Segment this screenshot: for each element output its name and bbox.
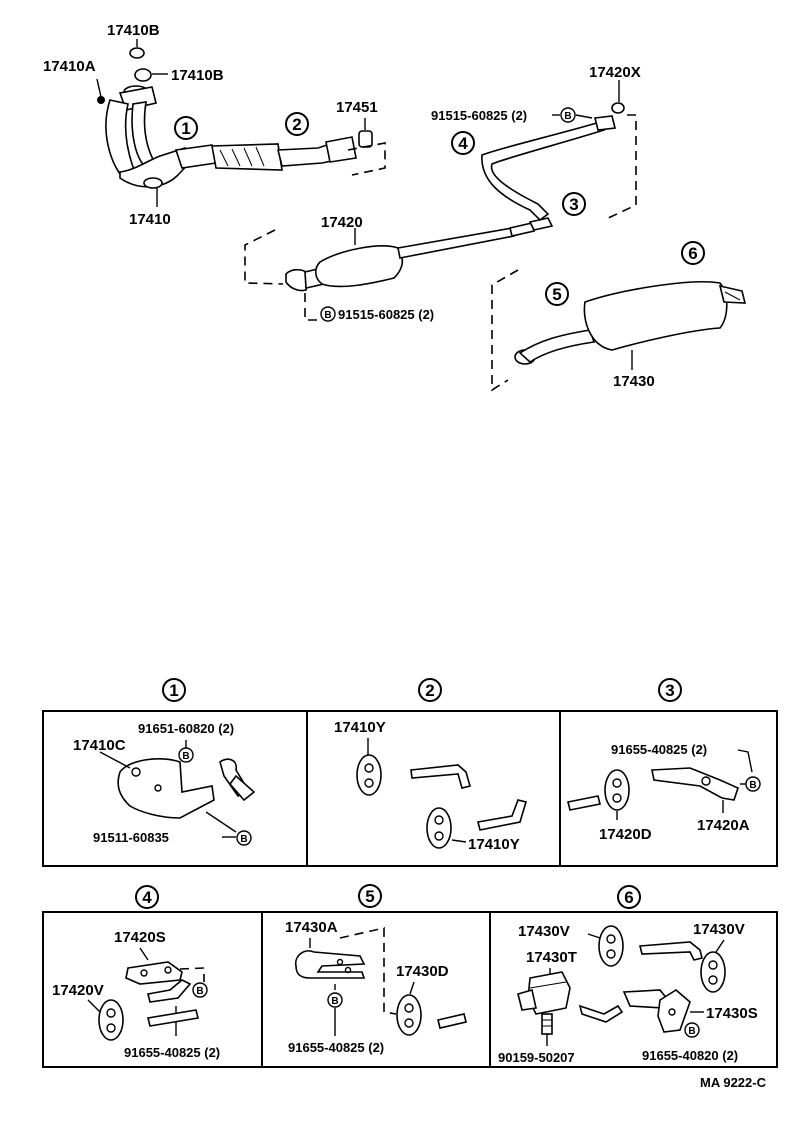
label-17420X: 17420X [589,64,641,81]
box3-part-a: 17420D [599,826,652,843]
box4-bolt-label: 91655-40825 (2) [124,1045,220,1060]
label-bolt-mid: 91515-60825 (2) [338,307,434,322]
label-17451: 17451 [336,99,378,116]
svg-text:B: B [331,996,338,1007]
box2-hanger-b [426,807,452,849]
svg-text:2: 2 [292,115,301,134]
box1-part-17410C: 17410C [73,737,126,754]
svg-text:3: 3 [569,195,578,214]
box4-hanger [98,999,124,1041]
label-17420: 17420 [321,214,363,231]
svg-text:6: 6 [688,244,697,263]
label-bolt-top: 91515-60825 (2) [431,108,527,123]
box6-bolt2-label: 91655-40820 (2) [642,1048,738,1063]
callout-6: 6 [681,241,705,265]
box6-hanger-right [700,951,726,993]
detail-box-6 [489,911,778,1068]
box5-part-a: 17430A [285,919,338,936]
box5-bracket [294,950,366,979]
svg-text:B: B [688,1026,695,1037]
box6-part-d: 17430S [706,1005,758,1022]
box1-bolt2-label: 91511-60835 [93,830,169,845]
box3-part-b: 17420A [697,817,750,834]
svg-text:2: 2 [425,681,434,700]
box5-bolt-marker: B [327,992,343,1008]
callout-1: 1 [174,116,198,140]
box3-hanger-17420D [604,769,630,811]
box1-bolt-label: 91651-60820 (2) [138,721,234,736]
box2-part-a: 17410Y [334,719,386,736]
box6-mount-block [517,971,571,1035]
muffler-17430 [514,281,747,365]
callout-4: 4 [451,131,475,155]
box6-part-a: 17430V [518,923,570,940]
box6-bolt-label: 90159-50207 [498,1050,575,1065]
svg-text:B: B [182,751,189,762]
detail-callout-3: 3 [658,678,682,702]
callout-5: 5 [545,282,569,306]
detail-callout-5: 5 [358,884,382,908]
box4-bracket [125,961,192,1003]
svg-text:6: 6 [624,888,633,907]
box1-bolt-marker: B [178,747,194,763]
box3-bracket-17420A [651,767,739,801]
box2-part-b: 17410Y [468,836,520,853]
label-17430: 17430 [613,373,655,390]
detail-callout-6: 6 [617,885,641,909]
box6-bracket [622,989,691,1033]
svg-text:5: 5 [552,285,561,304]
svg-text:3: 3 [665,681,674,700]
box4-bolt-marker: B [192,982,208,998]
box1-bolt2-marker: B [236,830,252,846]
label-17410A: 17410A [43,58,96,75]
box6-part-b: 17430V [693,921,745,938]
box3-bolt-marker: B [745,776,761,792]
box2-hanger-a [356,754,382,796]
detail-callout-1: 1 [162,678,186,702]
center-pipe-17420 [285,217,554,292]
svg-text:5: 5 [365,887,374,906]
box5-part-b: 17430D [396,963,449,980]
box6-part-c: 17430T [526,949,577,966]
box4-part-a: 17420S [114,929,166,946]
box4-part-b: 17420V [52,982,104,999]
callout-3: 3 [562,192,586,216]
box1-heat-insulator [117,758,256,819]
box5-bolt-label: 91655-40825 (2) [288,1040,384,1055]
label-17410B-top: 17410B [107,22,160,39]
svg-text:B: B [324,310,331,321]
svg-text:B: B [240,834,247,845]
svg-text:1: 1 [181,119,190,138]
gasket-17451 [358,130,373,148]
box3-bolt-label: 91655-40825 (2) [611,742,707,757]
svg-text:B: B [749,780,756,791]
box6-bolt2-marker: B [684,1022,700,1038]
bolt-marker-mid: B [320,306,336,322]
diagram-code: MA 9222-C [700,1075,767,1090]
detail-callout-4: 4 [135,885,159,909]
svg-text:B: B [196,986,203,997]
detail-callout-2: 2 [418,678,442,702]
label-17410B-right: 17410B [171,67,224,84]
box5-hanger [396,994,422,1036]
label-17410: 17410 [129,211,171,228]
svg-text:4: 4 [458,134,468,153]
box6-hanger-left [598,925,624,967]
intermediate-pipe [481,115,616,222]
detail-box-3 [559,710,778,867]
svg-text:4: 4 [142,888,152,907]
bolt-marker-top: B [560,107,576,123]
front-pipe-17410 [105,47,357,189]
svg-text:B: B [564,111,571,122]
callout-2: 2 [285,112,309,136]
svg-text:1: 1 [169,681,178,700]
